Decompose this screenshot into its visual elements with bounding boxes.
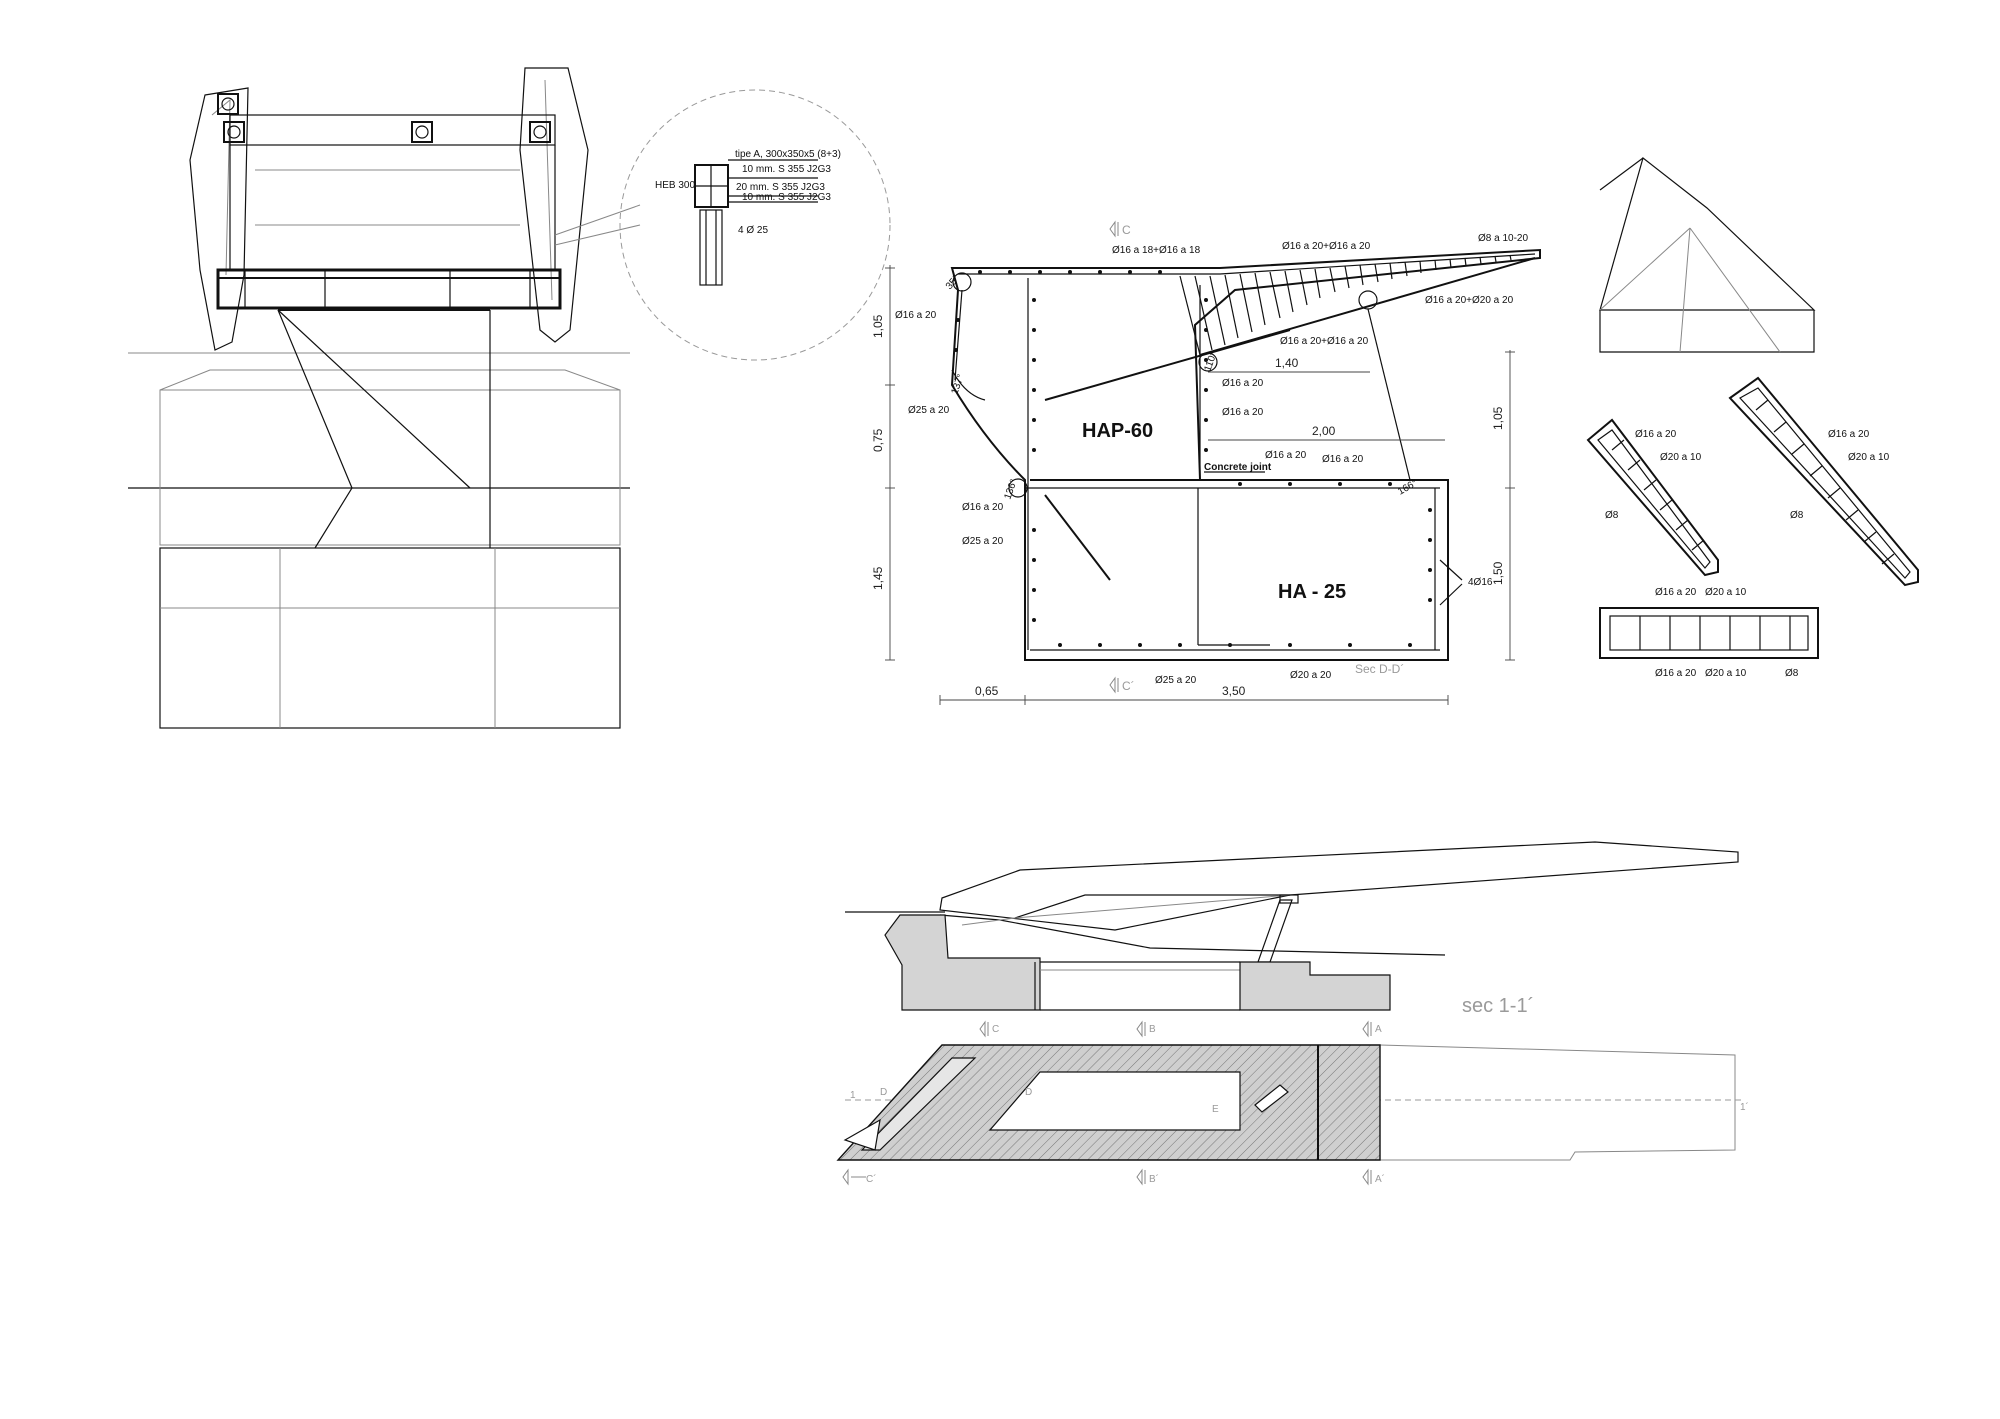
concrete-lower-label: HA - 25 bbox=[1278, 581, 1346, 603]
rebar-dots bbox=[954, 270, 1432, 647]
rebar-joint1-label: Ø16 a 20 bbox=[1265, 450, 1307, 461]
concrete-upper-label: HAP-60 bbox=[1082, 420, 1153, 442]
rebar-bottom2-label: Ø20 a 20 bbox=[1290, 670, 1332, 681]
strut-b-top-label: Ø16 a 20 bbox=[1828, 429, 1870, 440]
rebar-top2-label: Ø16 a 20+Ø16 a 20 bbox=[1282, 241, 1371, 252]
strut-c-bot1-label: Ø16 a 20 bbox=[1655, 668, 1697, 679]
dim-bot2: 3,50 bbox=[1222, 684, 1246, 698]
angle-label-a1: 35° bbox=[944, 273, 962, 292]
rebar-left4-label: Ø25 a 20 bbox=[962, 536, 1004, 547]
strut-a-mid-label: Ø20 a 10 bbox=[1660, 452, 1702, 463]
plan-mark-a-top: A bbox=[1375, 1024, 1382, 1035]
axonometric-wedge bbox=[1599, 156, 1816, 353]
section-mark-c-bottom: C´ bbox=[1122, 679, 1135, 693]
bearing-detail: tipe A, 300x350x5 (8+3) HEB 300 10 mm. S… bbox=[619, 89, 891, 361]
rebar-joint2-label: Ø16 a 20 bbox=[1322, 454, 1364, 465]
strut-section-b: Ø16 a 20 Ø20 a 10 Ø8 bbox=[1728, 376, 1919, 587]
strut-a-top-label: Ø16 a 20 bbox=[1635, 429, 1677, 440]
rebar-top1-label: Ø16 a 18+Ø16 a 18 bbox=[1112, 245, 1201, 256]
plan-mark-b-top: B bbox=[1149, 1024, 1156, 1035]
plan-mark-a-bottom: A´ bbox=[1375, 1173, 1385, 1185]
strut-section-c: Ø16 a 20 Ø20 a 10 Ø16 a 20 Ø20 a 10 Ø8 bbox=[1599, 587, 1819, 679]
detail-bars-label: 4 Ø 25 bbox=[738, 225, 768, 236]
rebar-left2-label: Ø25 a 20 bbox=[908, 405, 950, 416]
rebar-left3-label: Ø16 a 20 bbox=[962, 502, 1004, 513]
detail-plate3-label: 20 mm. S 355 J2G3 bbox=[736, 182, 825, 193]
dim-left3: 1,45 bbox=[871, 566, 885, 590]
strut-c-bot3-label: Ø8 bbox=[1785, 668, 1799, 679]
plan-mark-c-top: C bbox=[992, 1024, 999, 1035]
dim-right1: 1,05 bbox=[1491, 406, 1505, 430]
plan-mark-b-bottom: B´ bbox=[1149, 1173, 1159, 1185]
strut-c-top1-label: Ø16 a 20 bbox=[1655, 587, 1697, 598]
plan-mark-d-right: D bbox=[1025, 1087, 1032, 1098]
section-title: Sec D-D´ bbox=[1355, 662, 1404, 676]
section-mark-c-top: C bbox=[1122, 223, 1131, 237]
plan-mark-e: E bbox=[1212, 1104, 1219, 1115]
concrete-joint-label: Concrete joint bbox=[1204, 462, 1272, 473]
plan-mark-1-right: 1´ bbox=[1740, 1101, 1749, 1113]
elevation-view bbox=[128, 67, 641, 729]
rebar-right-label: 4Ø16 bbox=[1468, 577, 1493, 588]
detail-profile-label: HEB 300 bbox=[655, 180, 695, 191]
detail-plate4-label: 10 mm. S 355 J2G3 bbox=[742, 192, 831, 203]
plan-mark-d-left: D bbox=[880, 1087, 887, 1098]
section-dd: C C´ HAP-60 HA - 25 Concrete joint Ø16 a… bbox=[871, 220, 1541, 705]
longitudinal-section: sec 1-1´ bbox=[845, 841, 1739, 1017]
dim-right2: 1,50 bbox=[1491, 561, 1505, 585]
rebar-mid1-label: Ø16 a 20+Ø16 a 20 bbox=[1280, 336, 1369, 347]
strut-b-bot-label: Ø8 bbox=[1790, 510, 1804, 521]
long-section-title: sec 1-1´ bbox=[1462, 995, 1534, 1017]
plan-view: C B A C´ B´ A´ 1 1´ D D E bbox=[836, 1020, 1749, 1186]
dim-h1: 1,40 bbox=[1275, 356, 1299, 370]
dim-left2: 0,75 bbox=[871, 428, 885, 452]
anchor-bolt-icon bbox=[217, 93, 551, 143]
dim-left1: 1,05 bbox=[871, 314, 885, 338]
dim-bot1: 0,65 bbox=[975, 684, 999, 698]
rebar-top4-label: Ø16 a 20+Ø20 a 20 bbox=[1425, 295, 1514, 306]
rebar-bottom1-label: Ø25 a 20 bbox=[1155, 675, 1197, 686]
dimension-lines bbox=[885, 265, 1515, 705]
strut-c-top2-label: Ø20 a 10 bbox=[1705, 587, 1747, 598]
detail-plate1-label: tipe A, 300x350x5 (8+3) bbox=[735, 149, 841, 160]
rebar-inner1-label: Ø16 a 20 bbox=[1222, 378, 1264, 389]
strut-c-bot2-label: Ø20 a 10 bbox=[1705, 668, 1747, 679]
strut-b-mid-label: Ø20 a 10 bbox=[1848, 452, 1890, 463]
cantilever-stirrups bbox=[1179, 254, 1512, 356]
rebar-left1-label: Ø16 a 20 bbox=[895, 310, 937, 321]
detail-plate2-label: 10 mm. S 355 J2G3 bbox=[742, 164, 831, 175]
strut-a-bot-label: Ø8 bbox=[1605, 510, 1619, 521]
dim-h2: 2,00 bbox=[1312, 424, 1336, 438]
rebar-top3-label: Ø8 a 10-20 bbox=[1478, 233, 1528, 244]
rebar-inner2-label: Ø16 a 20 bbox=[1222, 407, 1264, 418]
plan-mark-c-bottom: C´ bbox=[866, 1173, 877, 1185]
plan-mark-1-left: 1 bbox=[850, 1090, 856, 1101]
strut-section-a: Ø16 a 20 Ø20 a 10 Ø8 bbox=[1586, 418, 1719, 577]
